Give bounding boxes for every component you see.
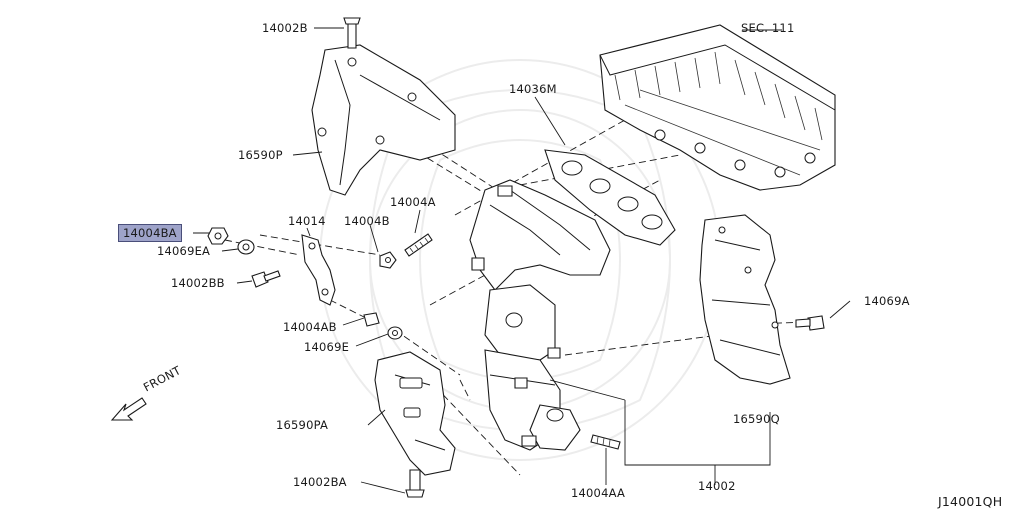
bolt-14069a [795, 315, 825, 331]
label-14069ea: 14069EA [157, 244, 211, 258]
label-14004aa: 14004AA [571, 486, 626, 500]
gasket-14036m [544, 149, 676, 246]
stud-14004aa [590, 434, 621, 450]
label-14002b: 14002B [262, 21, 308, 35]
bolt-14002bb [251, 270, 281, 288]
nut-14004b [379, 251, 397, 269]
label-14036m: 14036M [509, 82, 557, 96]
cylinder-head [599, 24, 836, 191]
label-14004b: 14004B [344, 214, 390, 228]
label-14014: 14014 [288, 214, 326, 228]
heat-insulator-16590q [699, 214, 791, 385]
washer-14069ea [237, 239, 255, 255]
label-14004ba: 14004BA [118, 224, 182, 242]
front-arrow-icon [110, 397, 147, 421]
heat-insulator-16590p [311, 17, 456, 196]
label-14004ab: 14004AB [283, 320, 337, 334]
heat-insulator-16590pa [374, 351, 456, 498]
stud-14004a [404, 233, 433, 257]
label-14002: 14002 [698, 479, 736, 493]
leader-lines [193, 27, 851, 494]
label-14002bb: 14002BB [171, 276, 225, 290]
label-14069e: 14069E [304, 340, 350, 354]
label-14004a: 14004A [390, 195, 436, 209]
nut-14004ab [363, 312, 380, 327]
label-16590pa: 16590PA [276, 418, 329, 432]
label-16590p: 16590P [238, 148, 283, 162]
exhaust-manifold-14002 [469, 179, 611, 451]
label-14069a: 14069A [864, 294, 910, 308]
label-16590q: 16590Q [733, 412, 780, 426]
label-sec-111: SEC. 111 [741, 21, 795, 35]
bracket-14014 [301, 234, 336, 306]
nut-14004ba [207, 227, 229, 245]
washer-14069e [387, 326, 403, 340]
diagram-code: J14001QH [938, 494, 1003, 509]
label-14002ba: 14002BA [293, 475, 347, 489]
